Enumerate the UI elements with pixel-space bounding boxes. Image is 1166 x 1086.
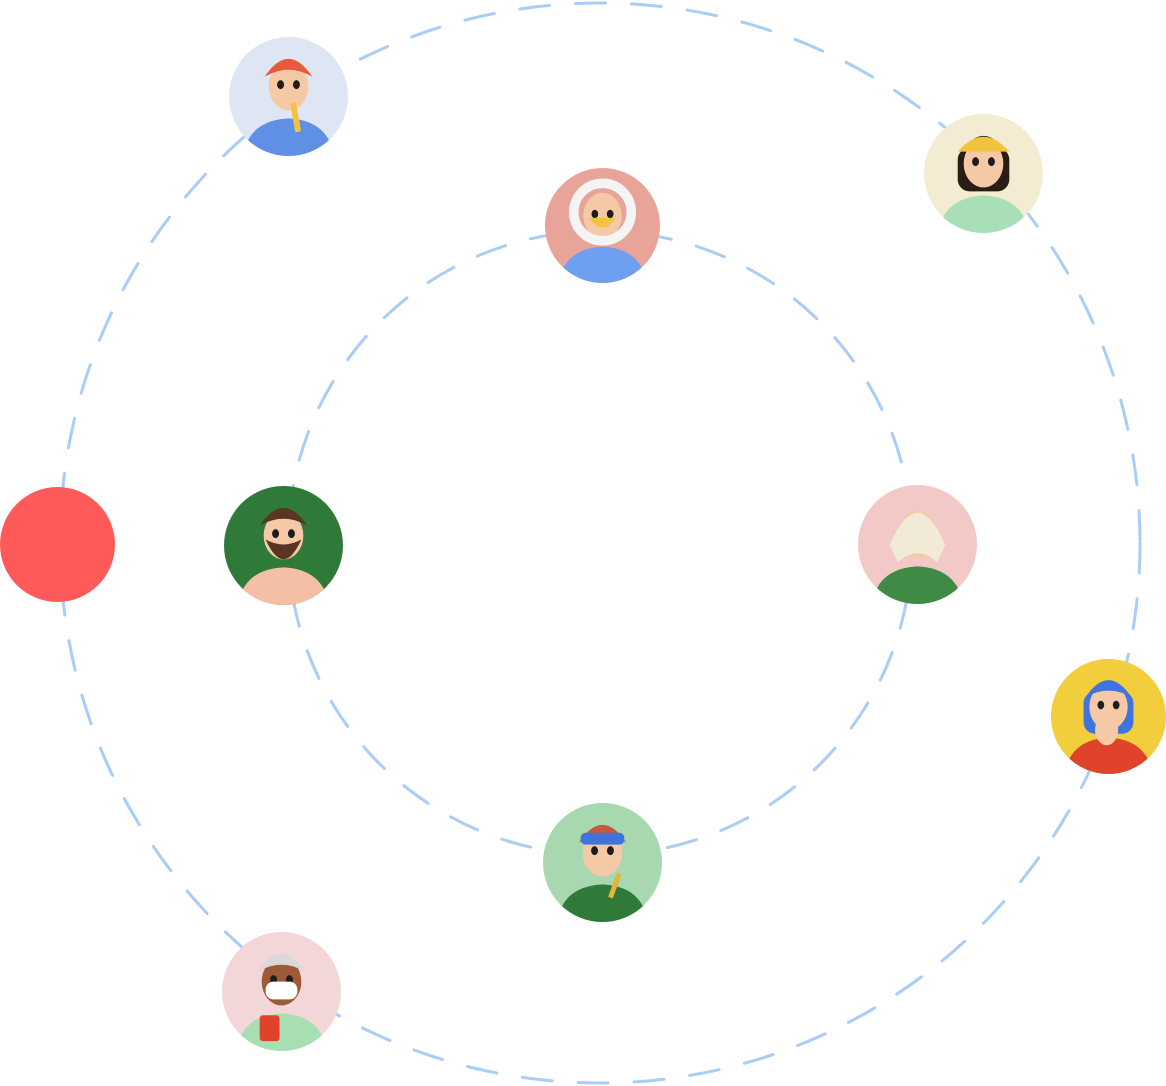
- person-pencil-icon: [229, 37, 348, 156]
- avatar-skateboard: [924, 114, 1043, 233]
- person-blue-hair-icon: [1051, 659, 1166, 774]
- accent-dot: [0, 487, 115, 602]
- avatar-parka: [545, 168, 660, 283]
- avatar-hijab: [858, 485, 977, 604]
- avatar-nurse: [222, 932, 341, 1051]
- avatar-pencil: [229, 37, 348, 156]
- person-hijab-icon: [858, 485, 977, 604]
- avatar-blue-hair: [1051, 659, 1166, 774]
- person-skateboard-icon: [924, 114, 1043, 233]
- avatar-welder: [543, 803, 662, 922]
- person-tattoo-icon: [224, 486, 343, 605]
- person-parka-icon: [545, 168, 660, 283]
- person-nurse-icon: [222, 932, 341, 1051]
- inner-orbit-ring: [286, 229, 914, 857]
- avatar-tattoo: [224, 486, 343, 605]
- person-welder-icon: [543, 803, 662, 922]
